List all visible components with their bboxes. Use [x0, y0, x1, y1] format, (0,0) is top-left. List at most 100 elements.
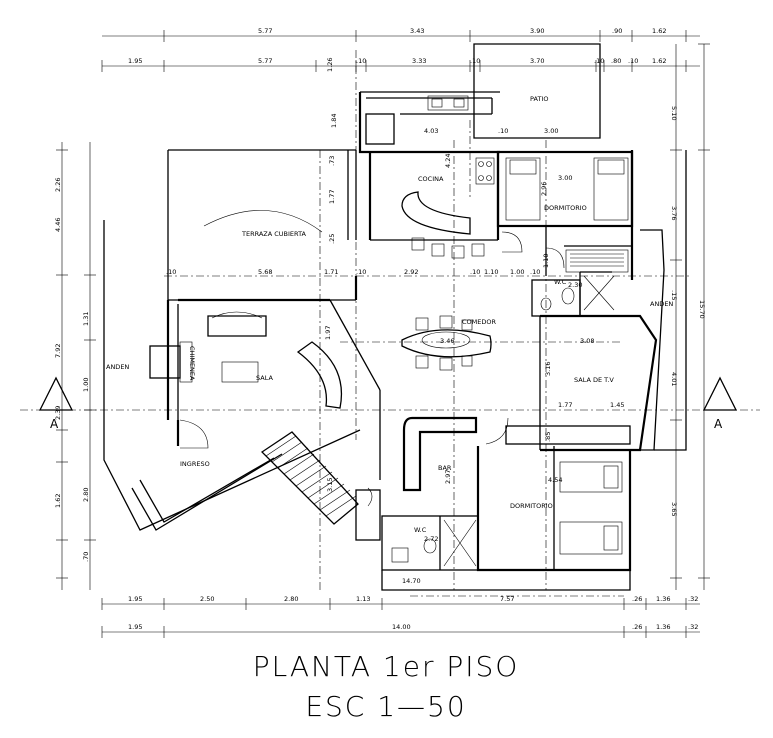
dimension-label: 2.80: [82, 488, 90, 502]
dimension-label: .10: [628, 57, 638, 65]
dimension-label: 7.57: [500, 595, 514, 603]
dimension-label: 2.96: [540, 182, 548, 196]
dimension-label: 3.46: [440, 337, 454, 345]
dimension-label: 3.90: [530, 27, 544, 35]
dimension-label: .26: [632, 595, 642, 603]
room-ingreso: INGRESO: [180, 460, 210, 468]
dimension-label: 3.08: [580, 337, 594, 345]
dimension-label: 1.62: [54, 494, 62, 508]
axis-lines: [20, 50, 760, 597]
dimension-label: 4.54: [548, 476, 562, 484]
walls: [103, 43, 687, 591]
dimension-label: .10: [356, 268, 366, 276]
dimension-label: 3.00: [544, 127, 558, 135]
section-label-left: A: [50, 417, 59, 431]
dimension-label: 2.92: [404, 268, 418, 276]
dimension-label: 1.26: [326, 58, 334, 72]
dimension-label: 14.70: [402, 577, 421, 585]
dimension-lines: [56, 30, 710, 638]
dimension-label: 5.77: [258, 27, 272, 35]
dimension-label: 7.92: [54, 344, 62, 358]
room-chimenea: CHIMENEA: [188, 346, 196, 381]
dimension-label: 2.50: [200, 595, 214, 603]
dimension-label: 2.30: [568, 281, 582, 289]
dimension-label: 3.33: [412, 57, 426, 65]
dimension-label: 2.80: [284, 595, 298, 603]
dimension-label: .10: [530, 268, 540, 276]
room-cocina: COCINA: [418, 175, 444, 183]
dimension-label: 1.62: [652, 27, 666, 35]
dimension-label: 2.72: [424, 535, 438, 543]
dimension-label: 1.00: [510, 268, 524, 276]
furniture: [149, 95, 629, 567]
dimension-label: 1.71: [324, 268, 338, 276]
dimension-label: 5.77: [258, 57, 272, 65]
dimension-label: 3.15: [326, 478, 334, 492]
room-dormitorio-lower: DORMITORIO: [510, 502, 553, 510]
dimension-label: 1.00: [82, 378, 90, 392]
dimension-label: 15.70: [698, 300, 706, 319]
dimension-label: 3.43: [410, 27, 424, 35]
plan-title: PLANTA 1er PISO: [253, 650, 520, 683]
dimension-label: 4.01: [670, 372, 678, 386]
dimension-text: 5.77 3.43 3.90 .90 1.62 1.95 5.77 1.26 .…: [54, 27, 706, 631]
dimension-label: .32: [688, 595, 698, 603]
dimension-label: 4.46: [54, 218, 62, 232]
dimension-label: .10: [470, 268, 480, 276]
dimension-label: 1.95: [128, 623, 142, 631]
dimension-label: .10: [498, 127, 508, 135]
dimension-label: 3.70: [530, 57, 544, 65]
room-patio: PATIO: [530, 95, 548, 103]
dimension-label: .73: [328, 156, 336, 166]
dimension-label: 1.36: [656, 595, 670, 603]
dimension-label: 1.10: [484, 268, 498, 276]
door-swings: [179, 210, 565, 507]
dimension-label: .90: [612, 27, 622, 35]
room-wc-lower: W.C: [414, 526, 427, 534]
dimension-label: 2.39: [54, 406, 62, 420]
dimension-label: .32: [688, 623, 698, 631]
dimension-label: .70: [82, 552, 90, 562]
dimension-label: 1.84: [330, 114, 338, 128]
dimension-label: 1.95: [128, 57, 142, 65]
room-terraza: TERRAZA CUBIERTA: [241, 230, 307, 238]
dimension-label: 3.16: [544, 362, 552, 376]
dimension-label: 3.00: [558, 174, 572, 182]
plan-scale: ESC 1—50: [305, 690, 466, 723]
section-label-right: A: [714, 417, 723, 431]
dimension-label: .10: [166, 268, 176, 276]
section-marker-left: A: [38, 376, 74, 431]
dimension-label: 1.77: [328, 190, 336, 204]
dimension-label: .10: [470, 57, 480, 65]
room-bar: BAR: [438, 464, 452, 472]
dimension-label: 5.68: [258, 268, 272, 276]
dimension-label: 14.00: [392, 623, 411, 631]
room-dormitorio-upper: DORMITORIO: [544, 204, 587, 212]
dimension-label: .15: [670, 290, 678, 300]
dimension-label: 1.36: [656, 623, 670, 631]
dimension-label: 1.45: [610, 401, 624, 409]
dimension-label: .85: [544, 432, 552, 442]
dimension-label: 1.62: [652, 57, 666, 65]
dimension-label: 1.77: [558, 401, 572, 409]
dimension-label: 3.76: [670, 206, 678, 220]
dimension-label: .10: [356, 57, 366, 65]
dimension-label: .10: [594, 57, 604, 65]
dimension-label: 1.10: [542, 254, 550, 268]
dimension-label: 1.31: [82, 312, 90, 326]
dimension-label: .25: [328, 234, 336, 244]
section-marker-right: A: [702, 376, 738, 431]
stairs: [260, 431, 381, 541]
room-comedor: COMEDOR: [462, 318, 496, 326]
dimension-label: 1.95: [128, 595, 142, 603]
dimension-label: 5.10: [670, 106, 678, 120]
dimension-label: 3.65: [670, 502, 678, 516]
dimension-label: 1.97: [324, 326, 332, 340]
dimension-label: .26: [632, 623, 642, 631]
dimension-label: .80: [611, 57, 621, 65]
dimension-label: 2.97: [444, 470, 452, 484]
dimension-label: 4.24: [444, 154, 452, 168]
room-anden-right: ANDEN: [650, 300, 673, 308]
room-sala-tv: SALA DE T.V: [574, 376, 614, 384]
room-anden-left: ANDEN: [106, 363, 129, 371]
